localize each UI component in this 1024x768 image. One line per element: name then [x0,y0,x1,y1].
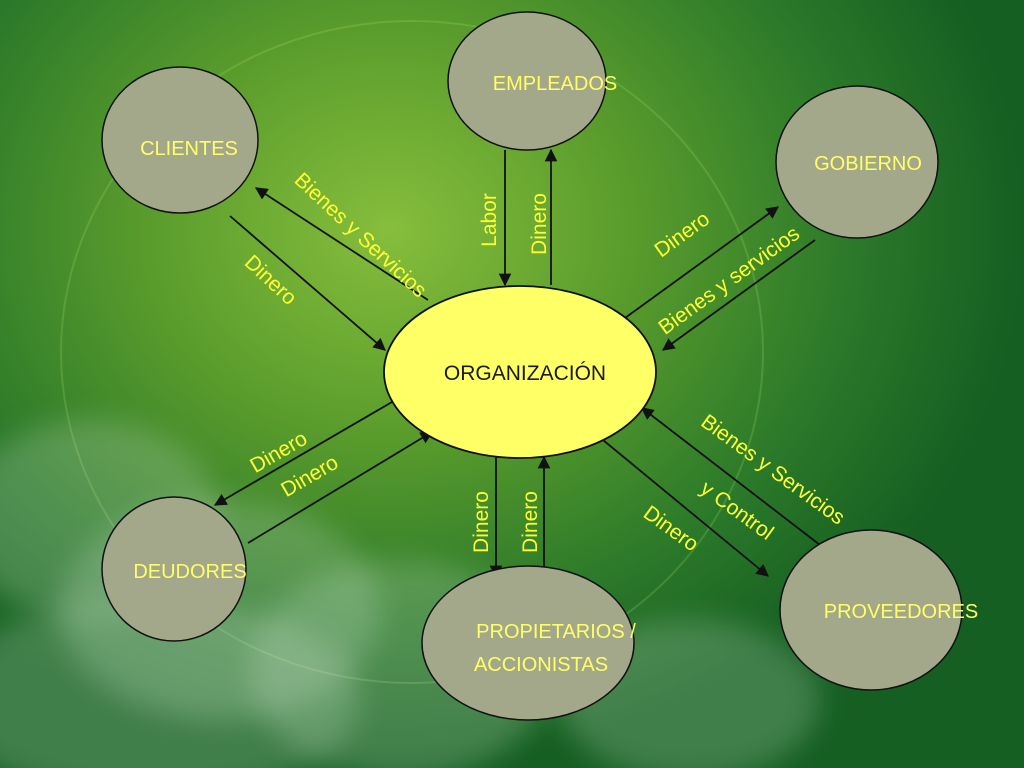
arrow-clientes-to-organizacion [229,215,386,351]
arrow-organizacion-to-gobierno [624,206,780,319]
arrow-deudores-to-organizacion [247,431,434,544]
edge-label-clientes-bienes: Bienes y Servicios [290,168,431,302]
node-gobierno: GOBIERNO [775,85,939,239]
connectors [213,148,821,579]
node-propietarios: PROPIETARIOS / ACCIONISTAS [421,565,636,721]
node-proveedores-label: PROVEEDORES [824,601,978,623]
node-organizacion-shape [383,285,657,459]
edge-label-proveedores-control: y Control [696,477,778,545]
node-organizacion-label: ORGANIZACIÓN [444,362,606,385]
arrow-gobierno-to-organizacion [661,239,816,351]
arrow-organizacion-to-deudores [213,401,393,506]
edge-label-empleados-labor: Labor [478,193,501,247]
node-gobierno-label: GOBIERNO [814,153,922,175]
edge-label-propietarios-dinero-2: Dinero [519,491,542,553]
node-propietarios-shape [421,565,635,721]
edge-label-empleados-dinero: Dinero [528,193,551,255]
edge-label-proveedores-dinero: Dinero [639,501,703,556]
node-empleados-label: EMPLEADOS [493,73,617,95]
node-deudores: DEUDORES [101,496,247,642]
arrow-organizacion-to-clientes [254,187,429,301]
node-empleados-shape [447,11,607,151]
node-proveedores-shape [779,529,963,691]
node-clientes: CLIENTES [101,66,259,214]
node-propietarios-label-line2: ACCIONISTAS [474,654,608,676]
background-glow-ring [60,20,764,684]
arrow-organizacion-to-proveedores [602,439,769,577]
edge-label-clientes-dinero: Dinero [240,251,301,310]
edge-label-propietarios-dinero-1: Dinero [470,491,493,553]
edge-label-gobierno-dinero: Dinero [650,207,714,262]
node-clientes-shape [101,66,259,214]
node-empleados: EMPLEADOS [447,11,617,151]
node-deudores-label: DEUDORES [133,561,246,583]
node-propietarios-label-line1: PROPIETARIOS / [476,621,636,643]
node-organizacion: ORGANIZACIÓN [383,285,657,459]
node-deudores-shape [101,496,247,642]
node-gobierno-shape [775,85,939,239]
node-clientes-label: CLIENTES [140,138,238,160]
node-proveedores: PROVEEDORES [779,529,978,691]
arrow-proveedores-to-organizacion [641,407,821,546]
